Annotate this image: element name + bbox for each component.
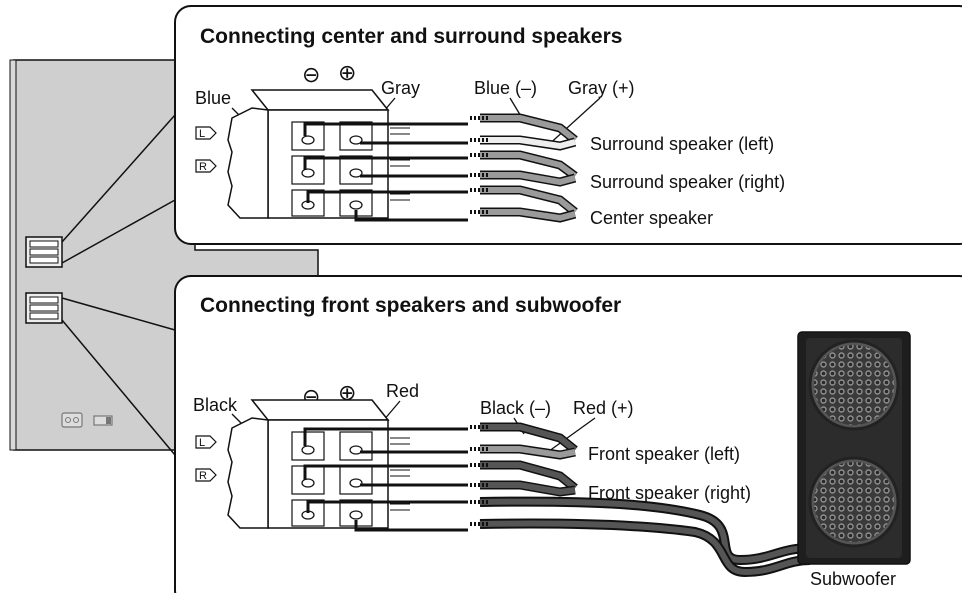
top-row-l-marker: L: [195, 126, 217, 140]
subwoofer-label: Subwoofer: [810, 569, 896, 589]
bottom-speaker-label-2: Front speaker (right): [588, 483, 751, 503]
bottom-panel-title: Connecting front speakers and subwoofer: [200, 294, 621, 317]
bottom-callout-panel: Connecting front speakers and subwoofer …: [174, 275, 962, 598]
bottom-terminal-block: [227, 399, 410, 529]
top-speaker-label-1: Surround speaker (left): [590, 134, 774, 154]
bottom-left-color-label: Black: [193, 395, 238, 415]
svg-text:R: R: [199, 470, 207, 482]
top-left-color-label: Blue: [195, 88, 231, 108]
bottom-wire-pair-2: [470, 460, 578, 497]
bottom-connection-arrows: [303, 427, 468, 532]
terminal-block-top: [25, 236, 63, 268]
top-wire-minus-label: Blue (–): [474, 78, 537, 98]
bottom-speaker-label-1: Front speaker (left): [588, 444, 740, 464]
top-speaker-label-2: Surround speaker (right): [590, 172, 785, 192]
bottom-row-r-marker: R: [195, 468, 217, 482]
bottom-row-l-marker: L: [195, 435, 217, 449]
top-callout-panel: Connecting center and surround speakers …: [174, 5, 962, 245]
top-plus-symbol: ⊕: [338, 60, 356, 85]
power-connector-icon: [61, 412, 113, 428]
top-wire-plus-label: Gray (+): [568, 78, 635, 98]
bottom-wire-plus-label: Red (+): [573, 398, 634, 418]
top-terminal-block: [227, 89, 410, 219]
subwoofer-cable: [470, 496, 811, 578]
bottom-plus-symbol: ⊕: [338, 380, 356, 405]
bottom-right-color-label: Red: [386, 381, 419, 401]
top-row-r-marker: R: [195, 159, 217, 173]
top-wire-pair-2: [470, 150, 578, 187]
svg-text:L: L: [199, 128, 205, 140]
bottom-wire-minus-label: Black (–): [480, 398, 551, 418]
bottom-wire-pair-1: [470, 422, 578, 460]
top-wire-pair-3: [470, 185, 578, 223]
top-speaker-label-3: Center speaker: [590, 208, 713, 228]
subwoofer-cabinet: [797, 331, 911, 565]
top-panel-title: Connecting center and surround speakers: [200, 25, 622, 48]
svg-text:R: R: [199, 161, 207, 173]
top-connection-arrows: [303, 122, 468, 222]
top-minus-symbol: ⊖: [302, 62, 320, 87]
terminal-block-bottom: [25, 292, 63, 324]
top-right-color-label: Gray: [381, 78, 420, 98]
top-wire-pair-1: [470, 113, 578, 151]
svg-text:L: L: [199, 437, 205, 449]
